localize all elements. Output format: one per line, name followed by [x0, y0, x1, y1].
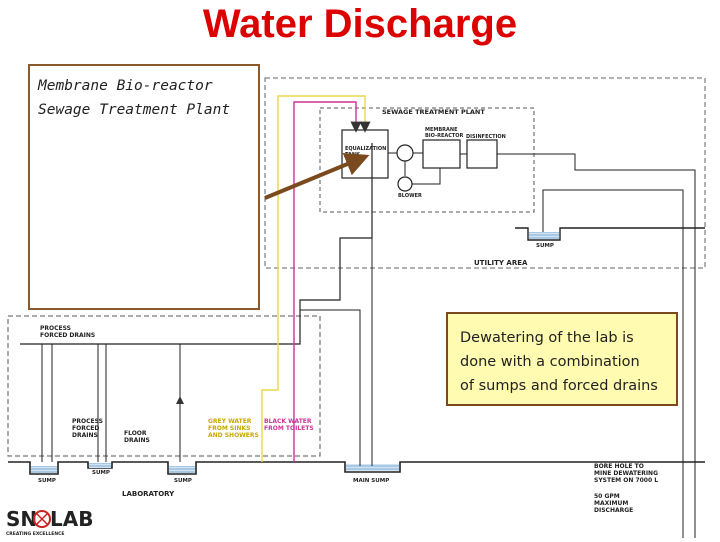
- lab-sump-1-label: SUMP: [38, 478, 56, 484]
- laboratory-label: LABORATORY: [122, 490, 175, 498]
- lab-sump-2-label: SUMP: [92, 470, 110, 476]
- bore-hole-label: BORE HOLE TO MINE DEWATERING SYSTEM ON 7…: [594, 463, 660, 484]
- utility-area-label: UTILITY AREA: [474, 259, 528, 267]
- grey-water-line: [261, 95, 371, 462]
- pump-symbol: [396, 144, 414, 162]
- black-water-label: BLACK WATER FROM TOILETS: [264, 418, 314, 432]
- disinfection-label: DISINFECTION: [466, 134, 506, 140]
- main-sump-water: [346, 464, 399, 471]
- callout-pointer-arrow: [264, 153, 370, 200]
- black-water-line: [293, 101, 362, 462]
- disinfection-tank: [466, 139, 498, 169]
- mbr-callout-text: Membrane Bio-reactor Sewage Treatment Pl…: [38, 74, 230, 122]
- utility-discharge-line: [542, 189, 684, 520]
- lab-sump-3-label: SUMP: [174, 478, 192, 484]
- svg-text:CREATING EXCELLENCE: CREATING EXCELLENCE: [6, 531, 64, 537]
- snolab-logo-mark: SN LAB CREATING EXCELLENCE: [6, 507, 93, 537]
- laboratory-floor: [8, 461, 705, 475]
- process-forced-drains-label: PROCESS FORCED DRAINS: [72, 418, 105, 439]
- blower-label: BLOWER: [398, 193, 422, 199]
- utility-sump: [515, 227, 705, 241]
- mbr-callout: Membrane Bio-reactor Sewage Treatment Pl…: [28, 64, 260, 310]
- plant-discharge-line: [497, 153, 696, 520]
- main-sump-riser: [300, 238, 373, 466]
- grey-water-label: GREY WATER FROM SINKS AND SHOWERS: [208, 418, 259, 439]
- process-flow-lines: [388, 152, 467, 185]
- mbr-callout-line-1: Membrane Bio-reactor: [38, 78, 213, 94]
- dewatering-line-2: done with a combination: [460, 354, 640, 370]
- main-sump-label: MAIN SUMP: [353, 478, 389, 484]
- lab-sump-3-water: [169, 466, 195, 473]
- lab-sump-2-water: [89, 463, 111, 468]
- floor-drains-label: FLOOR DRAINS: [124, 430, 150, 444]
- utility-sump-water: [529, 232, 559, 239]
- riser-arrows: [41, 398, 180, 400]
- process-forced-drains-top-label: PROCESS FORCED DRAINS: [40, 325, 95, 339]
- utility-sump-label: SUMP: [536, 243, 554, 249]
- membrane-bioreactor-tank: [422, 139, 461, 169]
- snolab-logo: SN LAB CREATING EXCELLENCE: [4, 500, 94, 542]
- mbr-callout-line-2: Sewage Treatment Plant: [38, 102, 231, 118]
- slide-title: Water Discharge: [202, 2, 518, 46]
- discharge-rate-label: 50 GPM MAXIMUM DISCHARGE: [594, 493, 633, 514]
- laboratory-boundary: [7, 315, 321, 457]
- dewatering-line-3: of sumps and forced drains: [460, 378, 658, 394]
- utility-area-boundary: [264, 77, 706, 269]
- membrane-bioreactor-label: MEMBRANE BIO-REACTOR: [425, 127, 464, 139]
- lab-sump-1-water: [31, 466, 57, 473]
- sewage-plant-boundary: [319, 107, 535, 213]
- svg-text:SN: SN: [6, 507, 37, 531]
- forced-drain-risers: [41, 344, 181, 462]
- dewatering-line-1: Dewatering of the lab is: [460, 330, 634, 346]
- dewatering-callout: Dewatering of the lab is done with a com…: [446, 312, 678, 406]
- bore-hole-pipe: [682, 462, 696, 538]
- svg-text:LAB: LAB: [50, 507, 93, 531]
- sewage-plant-label: SEWAGE TREATMENT PLANT: [382, 108, 485, 116]
- blower-symbol: [397, 176, 413, 192]
